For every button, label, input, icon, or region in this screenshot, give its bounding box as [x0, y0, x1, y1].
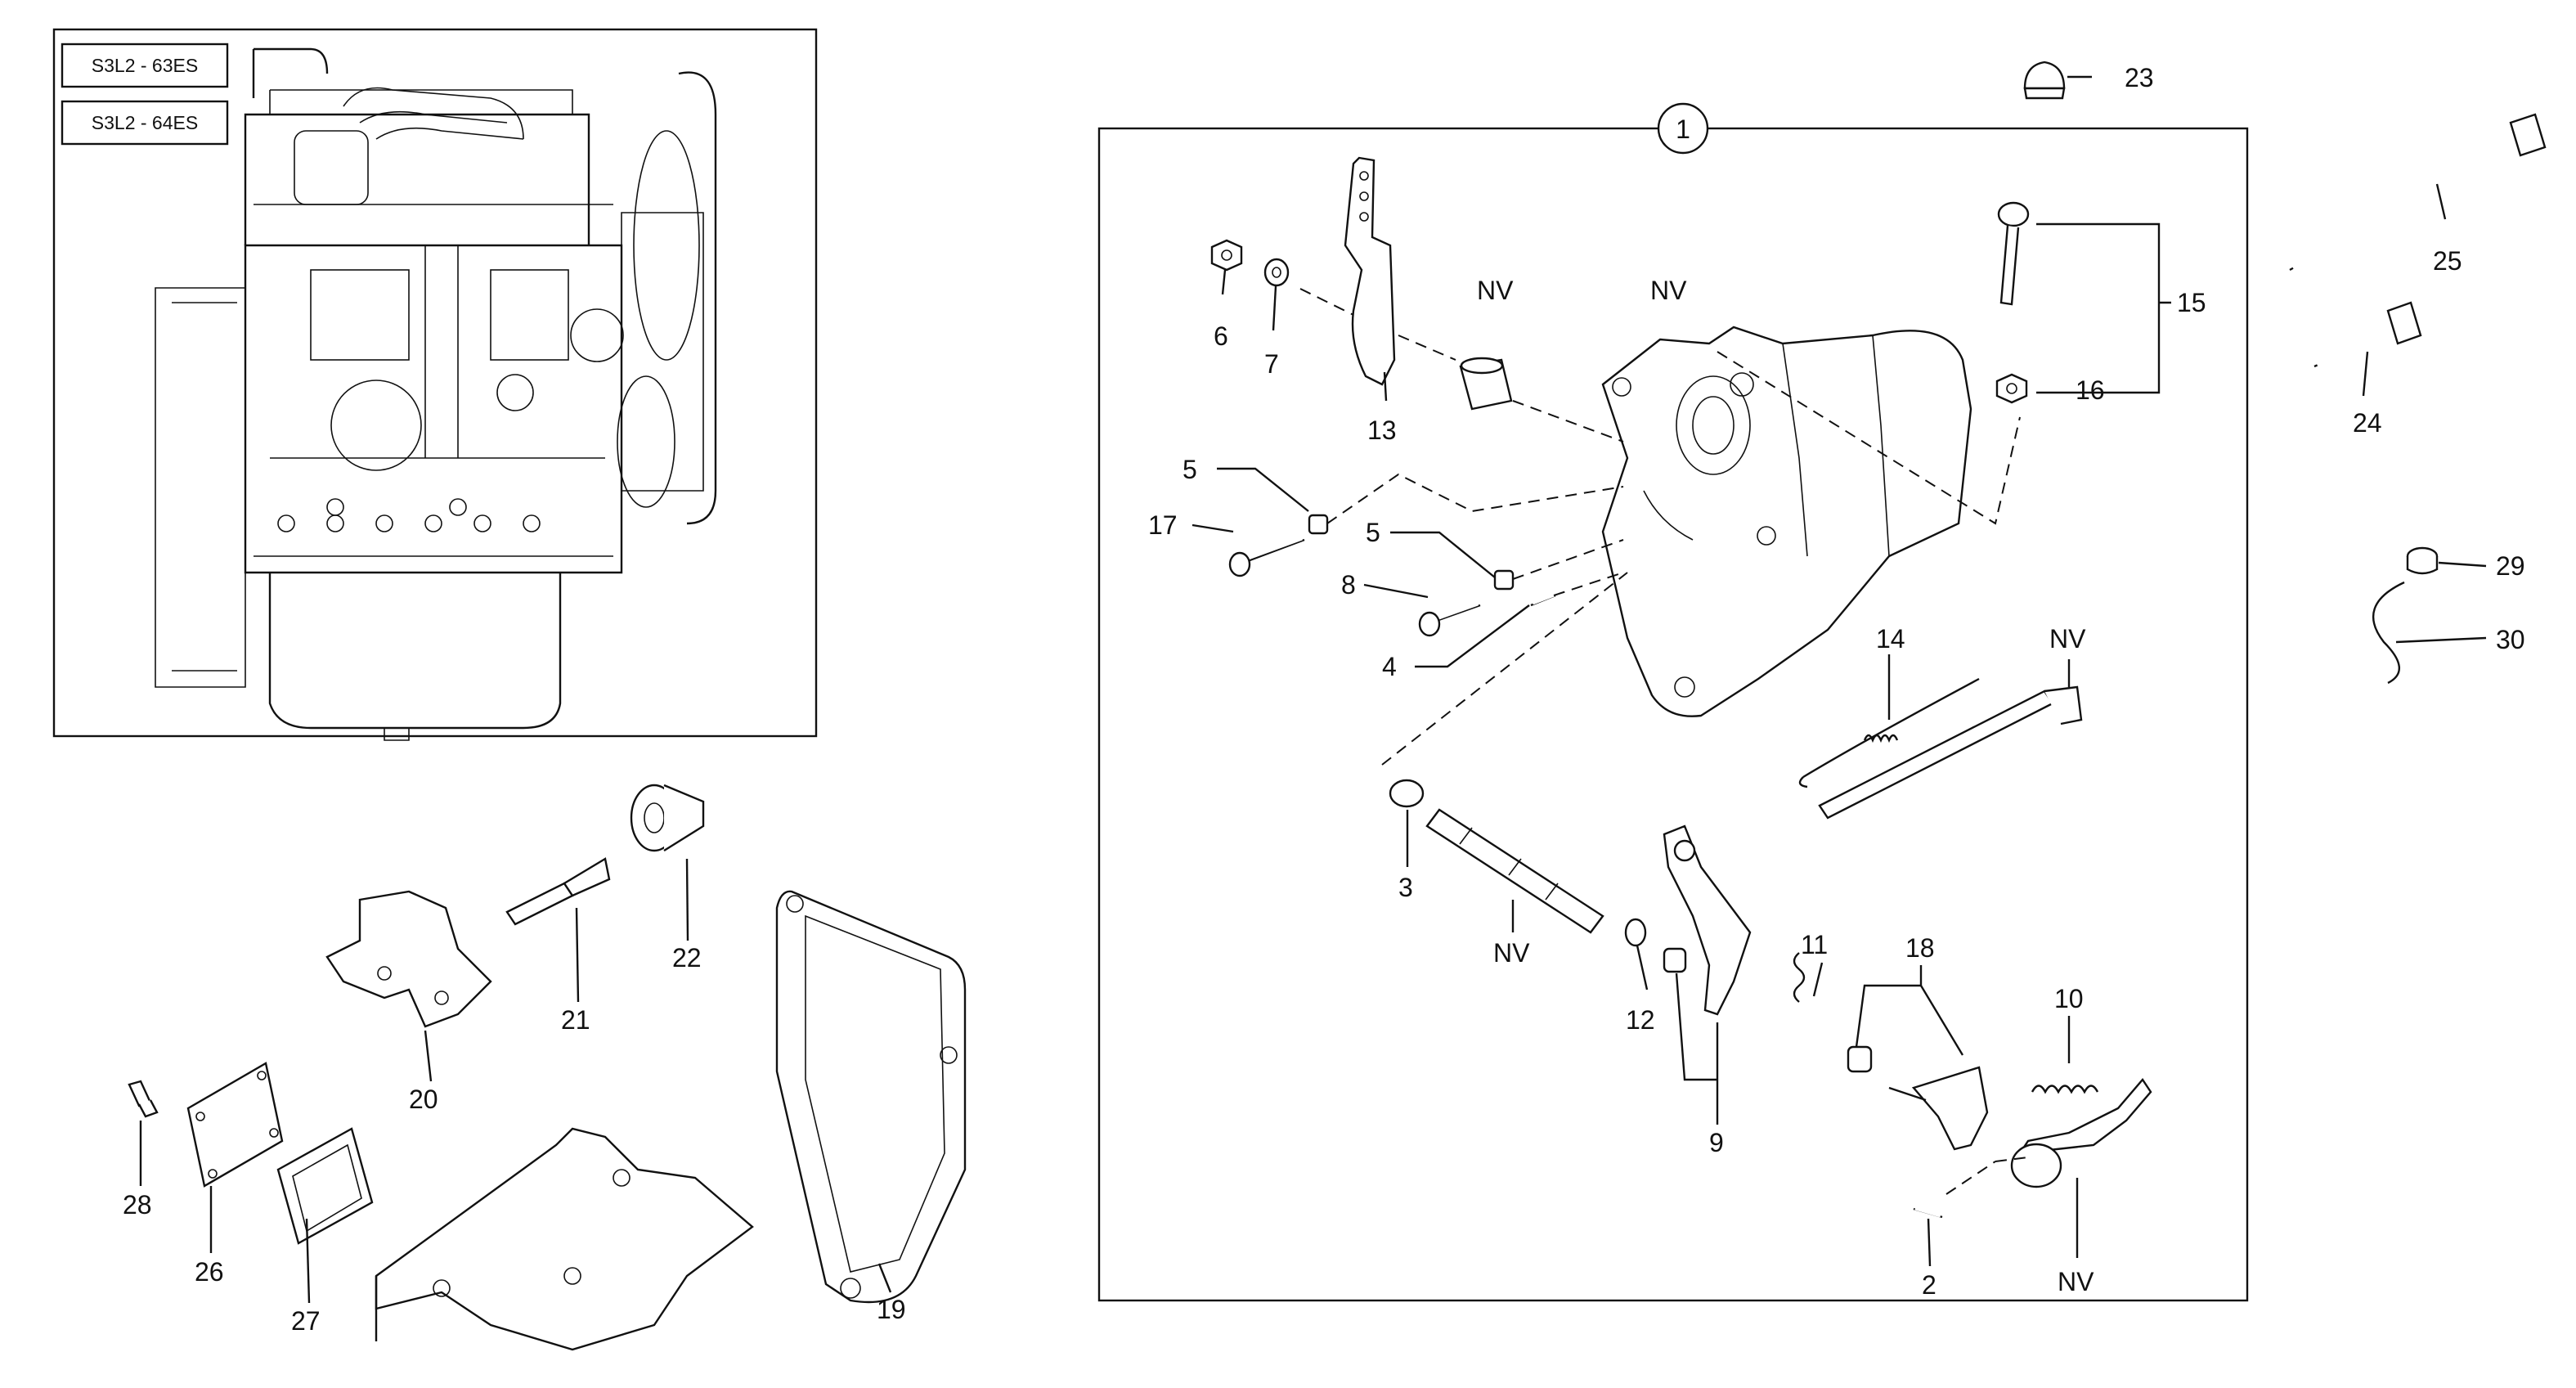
assembly-dashed-lines: [1299, 288, 2029, 1195]
callout-8: 8: [1341, 570, 1356, 600]
callout-20: 20: [409, 1085, 438, 1114]
part-7-washer: [1263, 258, 1290, 287]
part-23-cap: [2023, 61, 2066, 100]
part-2-pin: [1913, 1206, 1943, 1219]
part-9-bearing: [1663, 947, 1687, 973]
assembly-number: 1: [1676, 115, 1690, 144]
lever-nv-right: [1818, 685, 2083, 820]
lever-nv-lower: [2010, 1078, 2152, 1188]
part-25-stud-bolt: [2289, 113, 2547, 272]
part-16-nut: [1995, 373, 2028, 404]
callout-27: 27: [291, 1306, 321, 1336]
part-26-cover: [186, 1062, 284, 1188]
callout-labels: 23 15 16 25 24 29 30 6 7 13 NV NV 5 17 5…: [123, 63, 2525, 1336]
callout-15: 15: [2177, 288, 2206, 317]
part-14-spring: [1798, 677, 1980, 788]
leader-lines: [139, 75, 2487, 1304]
svg-text:S3L2 - 63ES: S3L2 - 63ES: [92, 55, 198, 76]
part-30-spring-wire: [2372, 581, 2405, 685]
shaft-nv: [1425, 808, 1604, 934]
callout-2: 2: [1922, 1270, 1936, 1300]
callout-10: 10: [2054, 984, 2084, 1013]
seal-nv-upper: [1459, 357, 1513, 411]
callout-5-upper: 5: [1183, 455, 1197, 484]
callout-30: 30: [2496, 625, 2525, 654]
part-5-nut-upper: [1308, 514, 1329, 535]
callout-12: 12: [1626, 1005, 1655, 1035]
part-8-bolt: [1418, 601, 1481, 637]
callout-19: 19: [877, 1295, 906, 1324]
plate-lower: [375, 1127, 754, 1351]
model-label-64es: S3L2 - 64ES: [61, 100, 229, 146]
callout-13: 13: [1367, 416, 1397, 445]
callout-24: 24: [2353, 408, 2382, 438]
callout-22: 22: [672, 943, 702, 972]
part-29-plug: [2406, 546, 2439, 575]
part-11-spring: [1793, 952, 1806, 1003]
engine-illustration: [155, 47, 717, 741]
part-19-gasket: [775, 890, 967, 1304]
part-27-gasket: [276, 1127, 374, 1245]
callout-9: 9: [1709, 1128, 1724, 1157]
part-20-bracket: [325, 890, 492, 1028]
callout-28: 28: [123, 1190, 152, 1220]
part-4-pin: [1530, 592, 1556, 607]
svg-text:S3L2 - 64ES: S3L2 - 64ES: [92, 112, 198, 133]
callout-16: 16: [2076, 375, 2105, 405]
model-label-63es: S3L2 - 63ES: [61, 43, 229, 88]
callout-nv-housing: NV: [1650, 276, 1687, 305]
callout-17: 17: [1148, 510, 1178, 540]
callout-3: 3: [1398, 873, 1413, 902]
part-3-o-ring: [1389, 779, 1425, 808]
callout-29: 29: [2496, 551, 2525, 581]
engine-inset-panel: S3L2 - 63ES S3L2 - 64ES: [52, 28, 818, 741]
callout-nv-lower: NV: [2058, 1267, 2094, 1296]
governor-housing: [1601, 326, 1972, 717]
callout-11: 11: [1801, 930, 1828, 959]
callout-nv-seal: NV: [1477, 276, 1514, 305]
callout-6: 6: [1214, 321, 1228, 351]
part-6-nut: [1210, 239, 1243, 272]
callout-25: 25: [2433, 246, 2462, 276]
callout-18: 18: [1905, 933, 1935, 963]
callout-14: 14: [1876, 624, 1905, 654]
part-18-bracket: [1847, 1045, 1989, 1151]
assembly-frame: 1: [1097, 102, 2249, 1302]
part-5-nut-lower: [1493, 569, 1515, 591]
part-21-fitting: [505, 857, 611, 926]
callout-4: 4: [1382, 652, 1397, 681]
part-13-lever: [1344, 156, 1396, 386]
callout-7: 7: [1264, 349, 1279, 379]
callout-5-lower: 5: [1366, 518, 1380, 547]
assembly-number-circle: [1657, 102, 1709, 155]
callout-21: 21: [561, 1005, 590, 1035]
part-28-screw: [128, 1080, 159, 1118]
part-10-spring: [2031, 1085, 2099, 1094]
governor-weight-arm: [1663, 824, 1752, 1016]
callout-23: 23: [2125, 63, 2154, 92]
part-24-bolt: [2313, 301, 2422, 368]
part-22-plug: [630, 784, 705, 852]
part-12-washer: [1624, 918, 1647, 947]
part-17-bolt: [1228, 536, 1305, 577]
callout-nv-shaft: NV: [1493, 938, 1530, 968]
callout-26: 26: [195, 1257, 224, 1287]
part-15-bolt: [1997, 201, 2030, 306]
callout-nv-lever: NV: [2049, 624, 2086, 654]
